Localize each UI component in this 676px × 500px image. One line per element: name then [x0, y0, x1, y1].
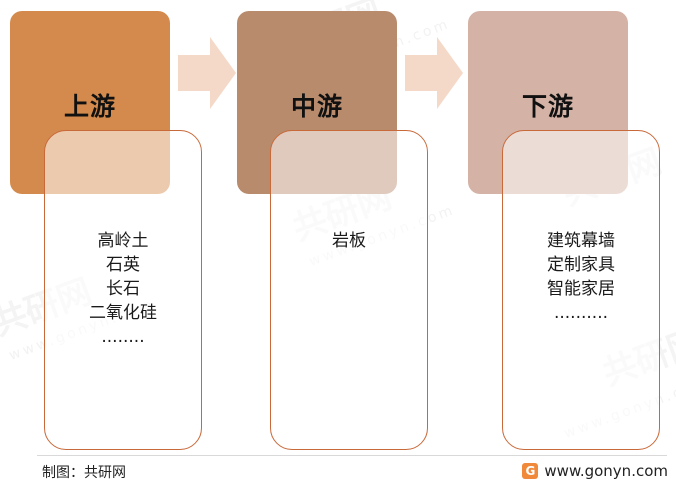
list-item: 石英	[106, 255, 140, 275]
list-item: ........	[101, 327, 145, 347]
right-arrow-icon	[178, 37, 236, 109]
right-arrow-icon	[405, 37, 463, 109]
stage-title: 上游	[63, 92, 116, 121]
list-item: 定制家具	[547, 255, 615, 275]
list-item: 建筑幕墙	[547, 231, 615, 251]
stage-detail-upstream: 高岭土 石英 长石 二氧化硅 ........	[44, 130, 202, 450]
footer-site[interactable]: G www.gonyn.com	[522, 460, 668, 482]
list-item: 高岭土	[97, 231, 149, 251]
list-item: 二氧化硅	[89, 303, 157, 323]
list-item: 岩板	[332, 231, 366, 251]
stage-detail-midstream: 岩板	[270, 130, 428, 450]
list-item: 智能家居	[547, 279, 615, 299]
footer-divider	[37, 455, 667, 456]
stage-title: 下游	[521, 92, 574, 121]
stage-title: 中游	[290, 92, 343, 121]
stage-detail-downstream: 建筑幕墙 定制家具 智能家居 ..........	[502, 130, 660, 450]
footer-site-url[interactable]: www.gonyn.com	[544, 462, 668, 480]
list-item: 长石	[106, 279, 140, 299]
list-item: ..........	[553, 303, 609, 323]
footer-credit: 制图：共研网	[42, 465, 126, 481]
gonyn-logo-icon: G	[522, 463, 539, 479]
